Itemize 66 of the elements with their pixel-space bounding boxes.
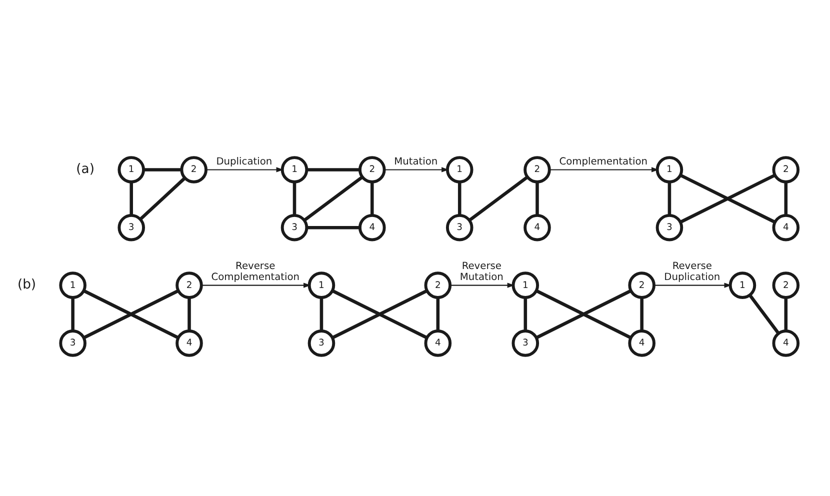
node-circle: 3 xyxy=(280,214,308,242)
connector xyxy=(188,298,191,331)
node-circle: 4 xyxy=(772,330,800,357)
connector xyxy=(468,176,528,222)
node-circle: 1 xyxy=(728,272,756,299)
connector xyxy=(784,298,788,331)
node-circle: 2 xyxy=(176,272,203,299)
edge-label: Reverse Complementation xyxy=(211,260,300,284)
connector xyxy=(144,168,182,172)
node-circle: 1 xyxy=(308,272,336,299)
connector xyxy=(332,289,428,340)
node-circle: 1 xyxy=(118,156,145,184)
node-circle: 4 xyxy=(176,330,203,357)
node-circle: 2 xyxy=(358,156,386,184)
connector xyxy=(784,182,788,216)
connector xyxy=(370,182,374,216)
node-circle: 3 xyxy=(59,330,86,357)
arrow xyxy=(384,167,449,172)
connector xyxy=(524,298,528,331)
connector xyxy=(458,182,462,216)
node-circle: 1 xyxy=(446,156,474,184)
node-circle: 1 xyxy=(280,156,308,184)
node-circle: 2 xyxy=(628,272,656,299)
node-circle: 1 xyxy=(59,272,86,299)
node-circle: 2 xyxy=(772,272,800,299)
node-circle: 3 xyxy=(446,214,474,242)
connector xyxy=(306,168,360,172)
edge-label: Reverse Mutation xyxy=(460,260,504,284)
connector xyxy=(292,182,296,216)
node-circle: 4 xyxy=(772,214,800,242)
node-circle: 2 xyxy=(180,156,208,184)
arrow xyxy=(654,282,732,288)
connector xyxy=(536,289,632,340)
node-circle: 3 xyxy=(512,330,540,357)
connector xyxy=(139,176,186,221)
connector xyxy=(536,182,539,216)
node-circle: 2 xyxy=(772,156,800,184)
node-circle: 3 xyxy=(656,214,684,242)
edge-label: Mutation xyxy=(394,156,438,168)
node-circle: 2 xyxy=(424,272,452,299)
connector xyxy=(71,298,74,331)
node-circle: 4 xyxy=(524,214,551,242)
edge-label: Reverse Duplication xyxy=(664,260,720,284)
connector xyxy=(640,298,644,331)
connector xyxy=(306,226,360,230)
label: (a) xyxy=(76,162,94,178)
node-circle: 1 xyxy=(512,272,540,299)
label: (b) xyxy=(17,278,36,293)
arrow xyxy=(201,282,311,288)
arrow xyxy=(549,167,659,172)
edge-label: Duplication xyxy=(216,156,272,168)
node-circle: 1 xyxy=(656,156,684,184)
connector xyxy=(748,294,780,334)
edge-label: Complementation xyxy=(559,156,648,168)
node-circle: 3 xyxy=(308,330,336,357)
connector xyxy=(680,174,776,224)
connector xyxy=(320,298,324,331)
connector xyxy=(436,298,440,331)
connector xyxy=(130,182,134,216)
node-circle: 4 xyxy=(358,214,386,242)
node-circle: 4 xyxy=(424,330,452,357)
node-circle: 3 xyxy=(118,214,145,242)
node-circle: 2 xyxy=(524,156,551,184)
connector xyxy=(668,182,672,216)
node-circle: 4 xyxy=(628,330,656,357)
connector xyxy=(304,176,364,222)
